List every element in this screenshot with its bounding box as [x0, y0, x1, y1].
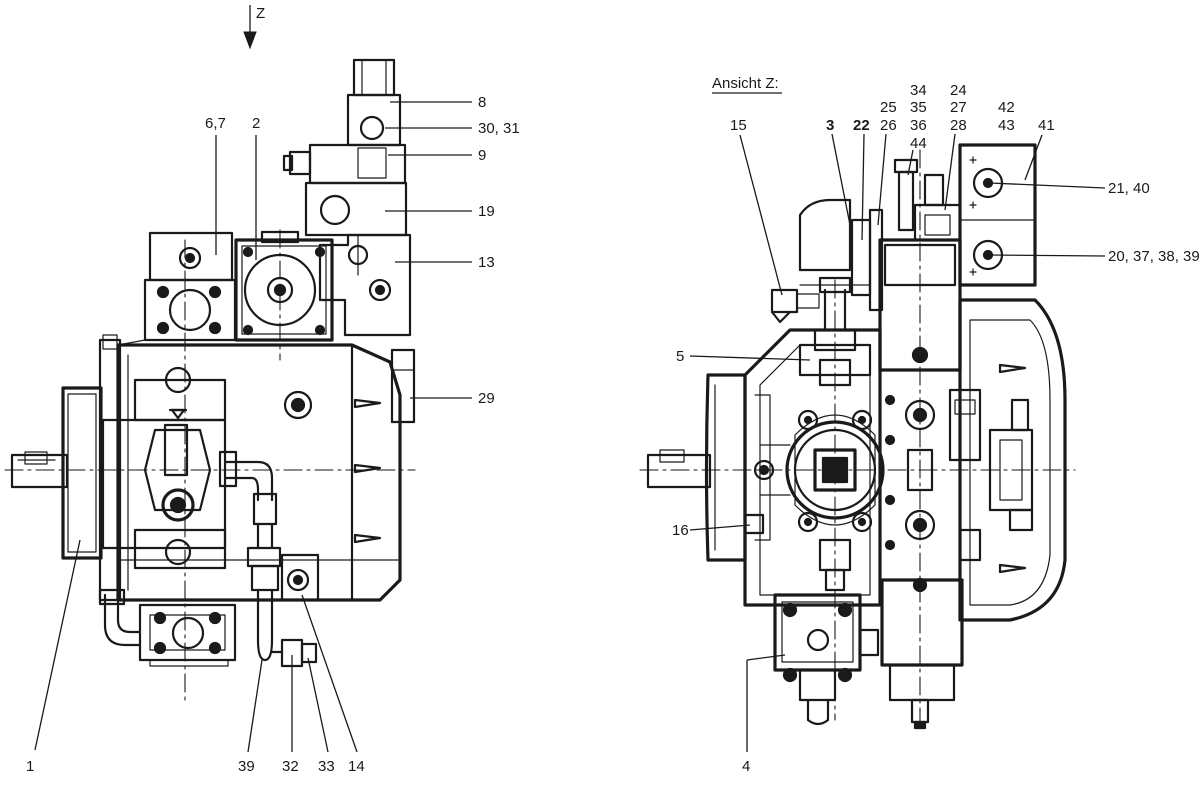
callout-label: 35 — [910, 99, 927, 116]
callout-label: 22 — [853, 117, 870, 134]
left-view-leader-lines — [34, 101, 472, 753]
callout-label: 28 — [950, 117, 967, 134]
callout-label: 39 — [238, 758, 255, 775]
callout-label: 33 — [318, 758, 335, 775]
view-title: Ansicht Z: — [712, 75, 779, 92]
callout-label: 25 — [880, 99, 897, 116]
left-view-callouts: 8 30, 31 9 19 13 6,7 2 29 1 39 32 33 14 — [26, 94, 520, 775]
callout-label: 4 — [742, 758, 750, 775]
callout-label: 42 — [998, 99, 1015, 116]
callout-label: 15 — [730, 117, 747, 134]
callout-label: 6,7 — [205, 115, 226, 132]
view-title-group: Ansicht Z: — [712, 75, 782, 94]
right-view-callouts: 15 3 22 25 26 34 35 36 44 24 27 28 42 43… — [672, 82, 1200, 775]
callout-label: 30, 31 — [478, 120, 520, 137]
view-arrow-label: Z — [256, 5, 265, 22]
callout-label: 20, 37, 38, 39 — [1108, 248, 1200, 265]
left-view-pump-drawing — [4, 58, 416, 701]
callout-label: 44 — [910, 135, 927, 152]
callout-label: 26 — [880, 117, 897, 134]
callout-label: 19 — [478, 203, 495, 220]
callout-label: 1 — [26, 758, 34, 775]
callout-label: 21, 40 — [1108, 180, 1150, 197]
callout-label: 43 — [998, 117, 1015, 134]
callout-label: 34 — [910, 82, 927, 99]
callout-label: 9 — [478, 147, 486, 164]
callout-label: 27 — [950, 99, 967, 116]
callout-label: 24 — [950, 82, 967, 99]
view-arrow-z: Z — [243, 5, 265, 50]
right-view-pump-drawing — [639, 143, 1076, 731]
right-view-leader-lines — [689, 133, 1106, 752]
callout-label: 29 — [478, 390, 495, 407]
callout-label: 32 — [282, 758, 299, 775]
callout-label: 36 — [910, 117, 927, 134]
callout-label: 14 — [348, 758, 365, 775]
callout-label: 41 — [1038, 117, 1055, 134]
callout-label: 16 — [672, 522, 689, 539]
callout-label: 13 — [478, 254, 495, 271]
callout-label: 2 — [252, 115, 260, 132]
callout-label: 8 — [478, 94, 486, 111]
callout-label: 5 — [676, 348, 684, 365]
callout-label: 3 — [826, 117, 834, 134]
